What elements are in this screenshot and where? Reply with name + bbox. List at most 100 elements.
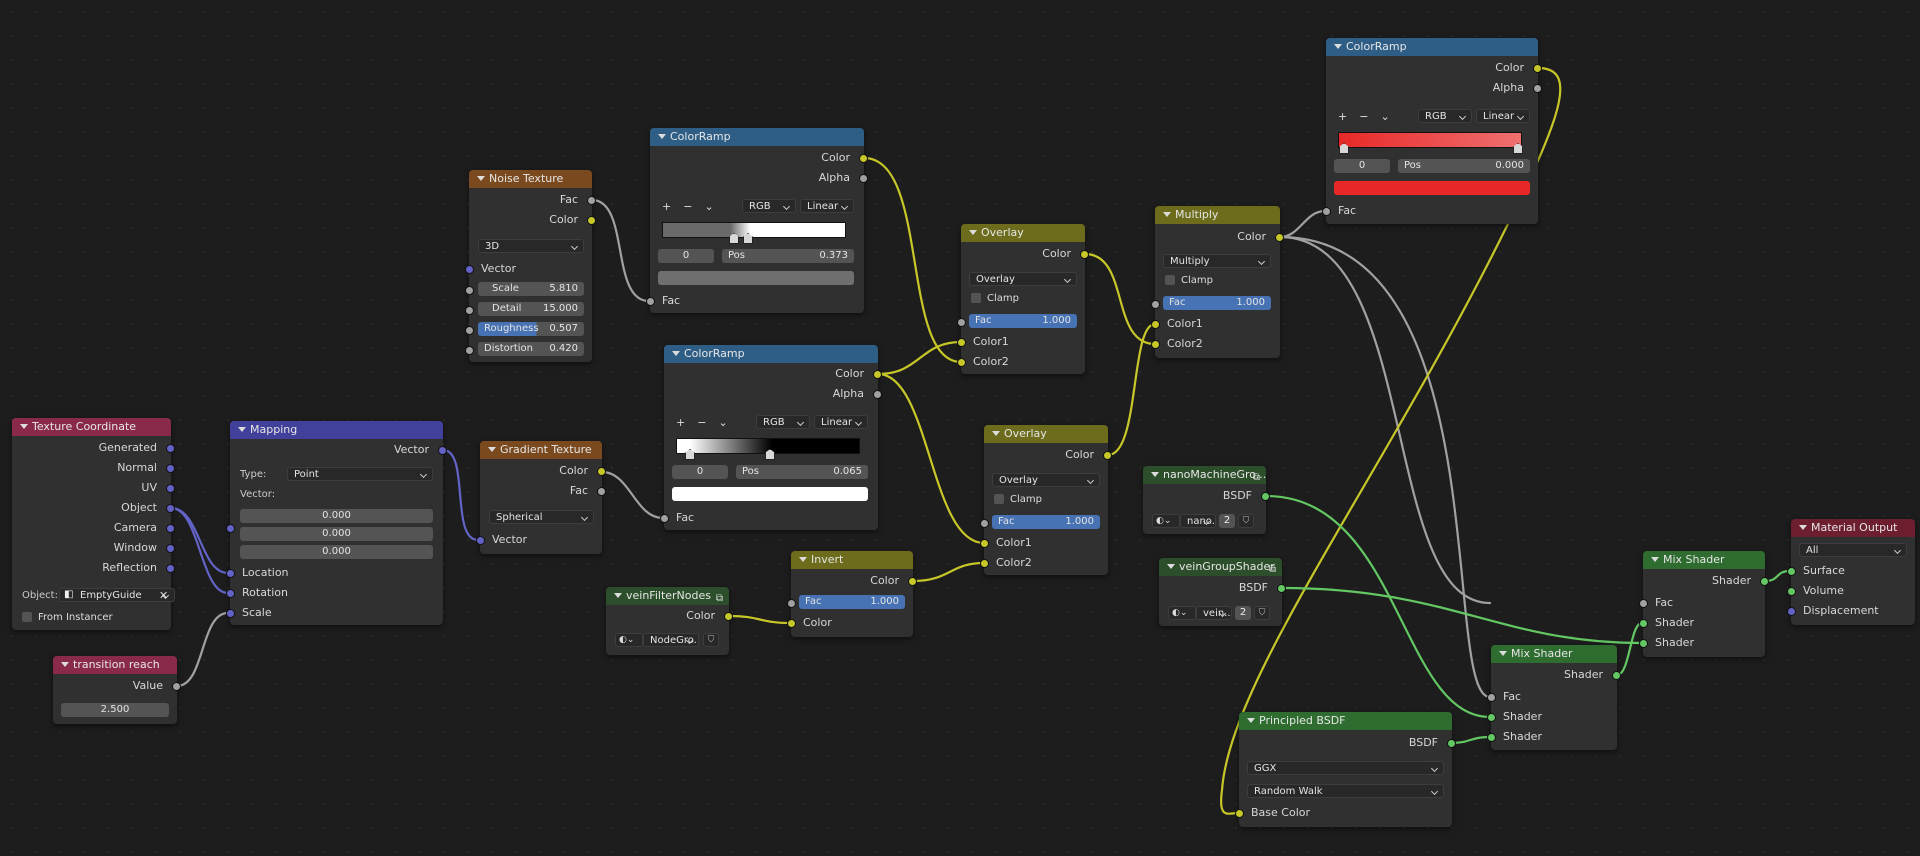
socket-row-uv[interactable]: UV bbox=[12, 480, 175, 496]
scale-socket[interactable] bbox=[465, 286, 474, 295]
socket-row-surface[interactable]: Surface bbox=[1787, 563, 1915, 579]
remove-stop-button[interactable]: − bbox=[683, 200, 693, 213]
output-socket[interactable] bbox=[1447, 739, 1456, 748]
add-stop-button[interactable]: + bbox=[676, 416, 686, 429]
node-header[interactable]: Principled BSDF bbox=[1239, 712, 1452, 730]
output-socket[interactable] bbox=[587, 216, 596, 225]
ramp-stop[interactable] bbox=[1339, 143, 1349, 154]
socket-row-fac[interactable]: Fac bbox=[1487, 689, 1617, 705]
mix-shader-node-2[interactable]: Mix Shader Shader Fac Shader Shader bbox=[1487, 645, 1621, 750]
dimensions-dropdown[interactable]: 3D bbox=[478, 239, 584, 253]
remove-stop-button[interactable]: − bbox=[697, 416, 707, 429]
socket-row-rotation[interactable]: Rotation bbox=[226, 585, 443, 601]
color-mode-dropdown[interactable]: RGB bbox=[756, 415, 810, 429]
output-socket[interactable] bbox=[438, 446, 447, 455]
clear-icon[interactable]: ✕ bbox=[159, 589, 169, 602]
interpolation-dropdown[interactable]: Linear bbox=[1476, 109, 1530, 123]
input-socket[interactable] bbox=[787, 619, 796, 628]
ramp-menu-button[interactable]: ⌄ bbox=[1380, 110, 1390, 123]
socket-row-shader-2[interactable]: Shader bbox=[1487, 729, 1617, 745]
output-socket[interactable] bbox=[859, 154, 868, 163]
vector-input-socket[interactable] bbox=[226, 524, 235, 533]
socket-row-shader-1[interactable]: Shader bbox=[1487, 709, 1617, 725]
socket-row-generated[interactable]: Generated bbox=[12, 440, 175, 456]
socket-row-bsdf[interactable]: BSDF bbox=[1143, 488, 1270, 504]
blend-mode-dropdown[interactable]: Overlay bbox=[969, 272, 1077, 286]
transition-reach-node[interactable]: transition reach Value 2.500 bbox=[53, 656, 181, 724]
node-header[interactable]: Mapping bbox=[230, 421, 443, 439]
input-socket[interactable] bbox=[646, 297, 655, 306]
vector-z-field[interactable]: 0.000 bbox=[240, 545, 433, 559]
input-socket[interactable] bbox=[980, 559, 989, 568]
output-socket[interactable] bbox=[166, 524, 175, 533]
stop-index-field[interactable]: 0 bbox=[672, 465, 728, 479]
color-ramp-gradient[interactable] bbox=[1338, 132, 1523, 154]
vector-x-field[interactable]: 0.000 bbox=[240, 509, 433, 523]
output-socket[interactable] bbox=[166, 564, 175, 573]
fac-socket[interactable] bbox=[980, 519, 989, 528]
input-socket[interactable] bbox=[1487, 713, 1496, 722]
socket-row-displacement[interactable]: Displacement bbox=[1787, 603, 1915, 619]
socket-row-value[interactable]: Value bbox=[53, 678, 181, 694]
node-header[interactable]: Texture Coordinate bbox=[12, 418, 171, 436]
socket-row-alpha[interactable]: Alpha bbox=[1326, 80, 1542, 96]
stop-color-swatch[interactable] bbox=[672, 487, 868, 501]
output-socket[interactable] bbox=[1275, 233, 1284, 242]
node-header[interactable]: Multiply bbox=[1155, 206, 1280, 224]
output-socket[interactable] bbox=[1533, 84, 1542, 93]
socket-row-scale[interactable]: Scale bbox=[226, 605, 443, 621]
socket-row-color2[interactable]: Color2 bbox=[980, 555, 1108, 571]
socket-row-color[interactable]: Color bbox=[961, 246, 1089, 262]
node-tree-icon[interactable]: ◐⌄ bbox=[1152, 514, 1180, 528]
socket-row-alpha[interactable]: Alpha bbox=[664, 386, 882, 402]
gradient-texture-node[interactable]: Gradient Texture Color Fac Spherical Vec… bbox=[476, 441, 606, 554]
ramp-stop[interactable] bbox=[685, 449, 695, 460]
socket-row-color[interactable]: Color bbox=[791, 573, 917, 589]
node-header[interactable]: Material Output bbox=[1791, 519, 1915, 537]
input-socket[interactable] bbox=[1639, 619, 1648, 628]
socket-row-bsdf[interactable]: BSDF bbox=[1159, 580, 1286, 596]
color-ramp-node-1[interactable]: ColorRamp Color Alpha +−⌄ RGB Linear 0 P… bbox=[646, 128, 868, 313]
output-socket[interactable] bbox=[724, 612, 733, 621]
group-datablock-field[interactable]: nano... bbox=[1180, 514, 1216, 528]
input-socket[interactable] bbox=[1787, 587, 1796, 596]
socket-row-vector[interactable]: Vector bbox=[476, 532, 602, 548]
socket-row-color[interactable]: Color bbox=[469, 212, 596, 228]
fake-user-shield-icon[interactable]: ⛉ bbox=[703, 633, 719, 647]
input-socket[interactable] bbox=[1151, 340, 1160, 349]
remove-stop-button[interactable]: − bbox=[1359, 110, 1369, 123]
node-header[interactable]: Noise Texture bbox=[469, 170, 592, 188]
texture-coordinate-node[interactable]: Texture Coordinate Generated Normal UV O… bbox=[12, 418, 175, 630]
principled-bsdf-node[interactable]: Principled BSDF BSDF GGX Random Walk Bas… bbox=[1235, 712, 1456, 827]
socket-row-color[interactable]: Color bbox=[1155, 229, 1284, 245]
output-socket[interactable] bbox=[908, 577, 917, 586]
node-header[interactable]: veinFilterNodes⧉ bbox=[606, 587, 729, 605]
fake-user-shield-icon[interactable]: ⛉ bbox=[1238, 514, 1254, 528]
node-header[interactable]: transition reach bbox=[53, 656, 177, 674]
socket-row-color1[interactable]: Color1 bbox=[957, 334, 1085, 350]
socket-row-color2[interactable]: Color2 bbox=[1151, 336, 1280, 352]
socket-row-fac[interactable]: Fac bbox=[646, 293, 864, 309]
output-socket[interactable] bbox=[587, 196, 596, 205]
output-socket[interactable] bbox=[1612, 671, 1621, 680]
output-socket[interactable] bbox=[166, 444, 175, 453]
nano-machine-group-node[interactable]: nanoMachineGro...⧉ BSDF ◐⌄ nano... 2 ⛉ bbox=[1143, 466, 1270, 534]
interpolation-dropdown[interactable]: Linear bbox=[800, 199, 854, 213]
output-socket[interactable] bbox=[1533, 64, 1542, 73]
output-socket[interactable] bbox=[166, 544, 175, 553]
node-tree-icon[interactable]: ◐⌄ bbox=[1168, 606, 1196, 620]
vein-filter-group-node[interactable]: veinFilterNodes⧉ Color ◐⌄ NodeGro... ⛉ bbox=[606, 587, 733, 655]
socket-row-color[interactable]: Color bbox=[664, 366, 882, 382]
color-mode-dropdown[interactable]: RGB bbox=[1418, 109, 1472, 123]
input-socket[interactable] bbox=[226, 589, 235, 598]
socket-row-color-in[interactable]: Color bbox=[787, 615, 913, 631]
